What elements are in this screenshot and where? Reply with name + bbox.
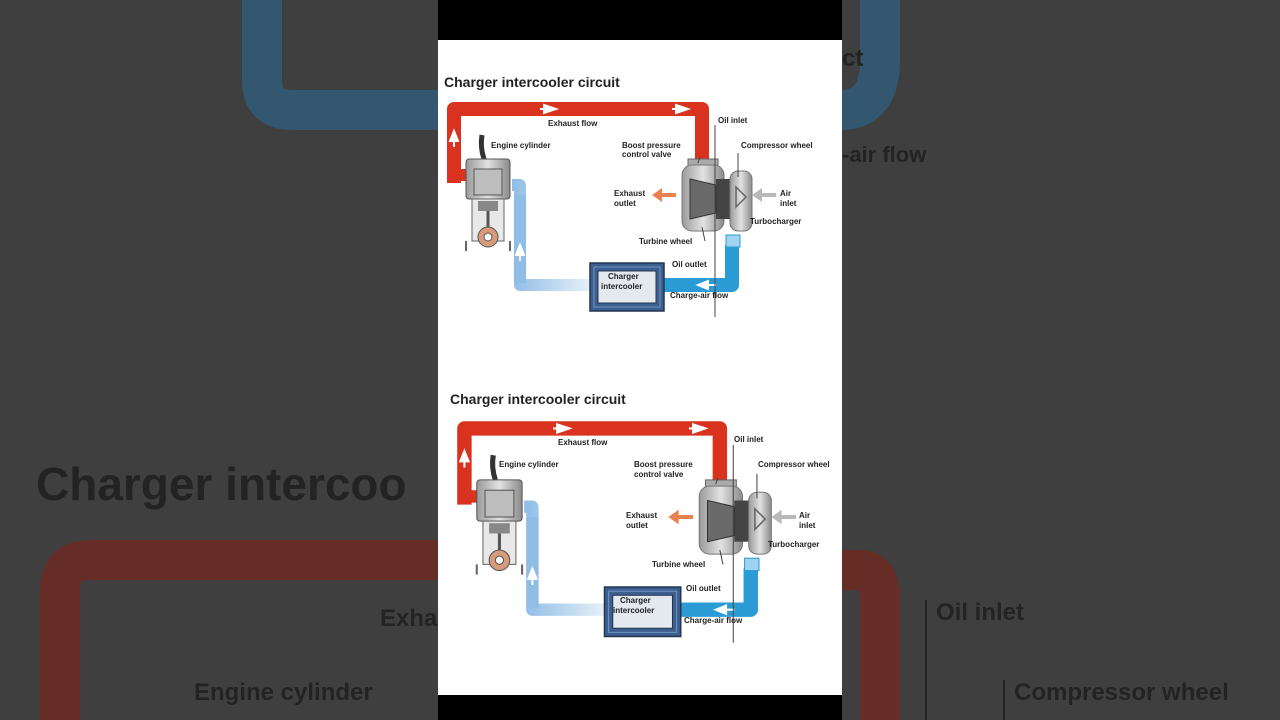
label-boost-valve-1-2: Boost pressure (634, 460, 693, 469)
label-oil-outlet: Oil outlet (672, 260, 707, 269)
label-boost-valve-2: control valve (622, 150, 672, 159)
label-turbocharger: Turbocharger (750, 217, 801, 226)
label-engine-cylinder-2: Engine cylinder (499, 460, 559, 469)
label-boost-valve-1: Boost pressure (622, 141, 681, 150)
bg-engine-cylinder: Engine cylinder (194, 679, 373, 706)
label-air-inlet-2-2: inlet (799, 521, 816, 530)
label-air-inlet-2: inlet (780, 199, 797, 208)
label-intercooler-2-2: intercooler (613, 606, 654, 615)
label-intercooler-1-2: Charger (620, 596, 651, 605)
label-oil-inlet: Oil inlet (718, 116, 748, 125)
bg-exhaust-fragment: Exha (380, 605, 438, 632)
label-engine-cylinder: Engine cylinder (491, 141, 551, 150)
bg-air-flow-fragment: -air flow (842, 142, 927, 167)
label-exhaust-flow-2: Exhaust flow (558, 438, 608, 447)
label-air-inlet-1: Air (780, 189, 791, 198)
label-exhaust-outlet-2: outlet (614, 199, 636, 208)
video-letterbox-top (438, 0, 842, 40)
label-intercooler-2: intercooler (601, 282, 642, 291)
label-charge-air-flow-2: Charge-air flow (684, 616, 743, 625)
bg-oil-inlet: Oil inlet (936, 599, 1024, 626)
label-air-inlet-1-2: Air (799, 511, 810, 520)
label-charge-air-flow: Charge-air flow (670, 291, 729, 300)
label-exhaust-outlet-1-2: Exhaust (626, 511, 657, 520)
bg-title-fragment: Charger intercoo (36, 458, 407, 510)
label-intercooler-1: Charger (608, 272, 639, 281)
label-compressor-wheel-2: Compressor wheel (758, 460, 830, 469)
label-compressor-wheel: Compressor wheel (741, 141, 813, 150)
label-turbine-wheel-2: Turbine wheel (652, 560, 705, 569)
diagram-title-2: Charger intercooler circuit (450, 391, 626, 407)
label-boost-valve-2-2: control valve (634, 470, 684, 479)
video-frame (438, 40, 842, 695)
label-exhaust-flow: Exhaust flow (548, 119, 598, 128)
bg-compressor-wheel: Compressor wheel (1014, 679, 1229, 706)
diagram-top: Charger intercooler circuit Exhaust flow… (444, 74, 813, 317)
diagram-bottom: Charger intercooler circuit Exhaust flow… (450, 391, 830, 643)
diagram-title: Charger intercooler circuit (444, 74, 620, 90)
label-oil-inlet-2: Oil inlet (734, 435, 764, 444)
label-oil-outlet-2: Oil outlet (686, 584, 721, 593)
label-turbine-wheel: Turbine wheel (639, 237, 692, 246)
video-letterbox-bottom (438, 695, 842, 720)
label-exhaust-outlet-2-2: outlet (626, 521, 648, 530)
label-exhaust-outlet-1: Exhaust (614, 189, 645, 198)
bg-charge-fragment: ct (842, 45, 863, 72)
label-turbocharger-2: Turbocharger (768, 540, 819, 549)
